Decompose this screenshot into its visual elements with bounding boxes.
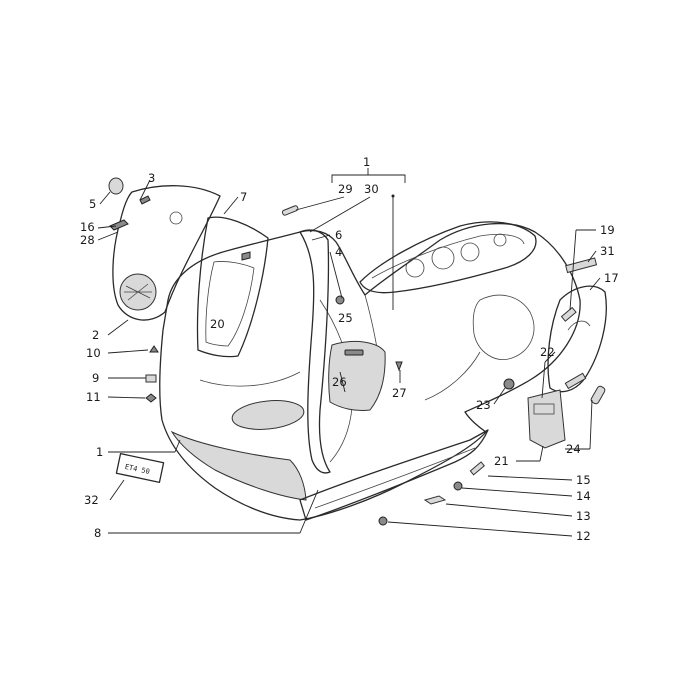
model-badge-text: ET4 50 <box>124 463 150 476</box>
part-27-lock <box>395 361 403 372</box>
part-16-clip <box>109 219 129 231</box>
callout-12: 12 <box>576 529 591 543</box>
part-13-gasket <box>423 495 447 505</box>
callout-28: 28 <box>80 233 95 247</box>
callout-29: 29 <box>338 182 353 196</box>
callout-16: 16 <box>80 220 95 234</box>
callout-11: 11 <box>86 390 101 404</box>
inner-cover-frame <box>196 216 269 358</box>
part-7-fastener <box>241 251 251 261</box>
callout-20: 20 <box>210 317 225 331</box>
part-3-screw <box>139 195 151 205</box>
callout-31: 31 <box>600 244 615 258</box>
horn-cover <box>112 185 221 321</box>
callout-25: 25 <box>338 311 353 325</box>
part-10-pin <box>149 345 159 353</box>
part-23-grommet <box>503 378 515 390</box>
callout-10: 10 <box>86 346 101 360</box>
callout-17: 17 <box>604 271 619 285</box>
callout-13: 13 <box>576 509 591 523</box>
part-29-emblem <box>281 205 299 216</box>
part-22-trim <box>564 372 587 390</box>
front-shield-body <box>159 223 581 521</box>
callout-4: 4 <box>335 245 342 259</box>
part-5-cap <box>108 177 124 195</box>
part-9-block <box>145 374 157 383</box>
glove-box-door <box>328 341 386 411</box>
edge-trim <box>299 229 331 474</box>
callout-9: 9 <box>92 371 99 385</box>
callout-27: 27 <box>392 386 407 400</box>
shield-oval-vent <box>231 400 305 430</box>
callout-3: 3 <box>148 171 155 185</box>
callout-5: 5 <box>89 197 96 211</box>
callout-15: 15 <box>576 473 591 487</box>
part-14-nut <box>453 481 463 491</box>
callout-24: 24 <box>566 442 581 456</box>
callout-26: 26 <box>332 375 347 389</box>
callout-23: 23 <box>476 398 491 412</box>
callout-6: 6 <box>335 228 342 242</box>
callout-30: 30 <box>364 182 379 196</box>
callout-7: 7 <box>240 190 247 204</box>
part-11-nut <box>145 393 157 403</box>
callout-22: 22 <box>540 345 555 359</box>
part-15-clip <box>469 461 485 476</box>
leader-lines <box>97 168 601 537</box>
part-25-nut <box>335 295 345 305</box>
model-badge-plate: ET4 50 <box>115 452 165 484</box>
callout-19: 19 <box>600 223 615 237</box>
bracket <box>527 389 566 449</box>
dashboard-housing <box>359 221 537 294</box>
callout-labels: 1 29 30 3 5 16 28 7 6 4 19 31 17 2 20 25… <box>80 155 619 543</box>
callout-14: 14 <box>576 489 591 503</box>
callout-21: 21 <box>494 454 509 468</box>
callout-2: 2 <box>92 328 99 342</box>
callout-1-top: 1 <box>363 155 370 169</box>
callout-8: 8 <box>94 526 101 540</box>
part-19-clip <box>560 306 577 322</box>
part-12-nut <box>378 516 388 526</box>
part-31-badge <box>565 257 598 274</box>
callout-1-left: 1 <box>96 445 103 459</box>
callout-32: 32 <box>84 493 99 507</box>
side-panel <box>547 285 607 393</box>
part-24-reflector <box>590 385 606 405</box>
